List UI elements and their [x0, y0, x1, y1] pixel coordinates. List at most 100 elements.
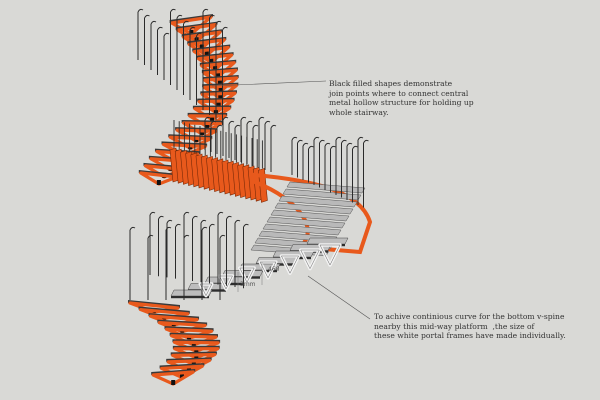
baluster-hook — [319, 139, 325, 144]
join-point-block — [209, 58, 214, 64]
baluster-hook — [297, 139, 303, 144]
join-point-block — [189, 30, 194, 35]
grey-tread — [270, 209, 350, 222]
baluster-hook — [209, 14, 215, 19]
baluster-hook — [228, 120, 235, 125]
portal-frame-outline — [319, 244, 341, 266]
balusters — [129, 8, 369, 300]
baluster-hook — [240, 116, 247, 121]
baluster-hook — [165, 226, 172, 231]
join-point-block — [215, 72, 220, 78]
join-point-block — [156, 180, 161, 185]
orange-v-truss — [139, 171, 179, 186]
baluster-hook — [163, 32, 170, 37]
lower-spiral-spine — [128, 300, 221, 386]
baluster-hook — [157, 26, 163, 31]
spine-step — [138, 170, 179, 186]
baluster-hook — [246, 120, 253, 125]
baluster-hook — [170, 8, 176, 13]
baluster-hook — [183, 234, 190, 239]
baluster-hook — [183, 211, 190, 216]
portal-frame-outline — [199, 283, 213, 297]
join-point-block — [199, 44, 204, 50]
baluster-hook — [144, 14, 150, 19]
portal-frames-annotation: To achive continious curve for the botto… — [374, 312, 566, 341]
baluster-hook — [166, 219, 173, 224]
join-point-block — [218, 87, 223, 93]
baluster-hook — [210, 120, 217, 125]
grey-tread — [306, 237, 349, 245]
grey-tread — [262, 223, 342, 236]
baluster-hook — [335, 136, 342, 141]
baluster-hook — [189, 26, 196, 31]
baluster-hook — [258, 116, 265, 121]
join-point-block — [204, 51, 209, 57]
baluster-hook — [308, 145, 314, 150]
baluster-hook — [222, 116, 229, 121]
baluster-hook — [222, 26, 228, 31]
straight-flight-treads — [170, 181, 366, 299]
join-point-block — [217, 80, 222, 85]
join-point-block — [200, 130, 205, 135]
baluster-hook — [202, 8, 209, 13]
baluster-hook — [330, 145, 336, 150]
baluster-hook — [201, 226, 208, 231]
grey-tread — [266, 216, 346, 229]
grey-tread — [286, 181, 366, 194]
baluster-hook — [264, 120, 271, 125]
baluster-hook — [192, 215, 198, 220]
baluster-hook — [129, 226, 136, 231]
join-points-annotation: Black filled shapes demonstrate join poi… — [329, 79, 474, 117]
grey-tread — [278, 195, 358, 208]
baluster-hook — [243, 223, 249, 228]
join-point-block — [205, 122, 210, 128]
baluster-hook — [270, 124, 277, 129]
baluster-hook — [183, 20, 189, 25]
baluster-hook — [215, 20, 222, 25]
baluster-hook — [209, 223, 215, 228]
baluster-hook — [149, 211, 156, 216]
baluster-hook — [291, 136, 298, 141]
baluster-hook — [217, 211, 224, 216]
baluster-hook — [341, 139, 347, 144]
baluster-hook — [226, 215, 232, 220]
join-point-block — [210, 115, 215, 121]
baluster-hook — [346, 142, 353, 147]
portal-frame-outline — [300, 249, 320, 270]
join-point-block — [191, 360, 196, 366]
baluster-hook — [234, 219, 241, 224]
join-point-block — [218, 94, 223, 100]
dimension-label: 3mm — [240, 281, 256, 288]
join-point-block — [213, 65, 218, 71]
leader-line-join-points — [211, 80, 327, 87]
white-portal-frames — [198, 243, 342, 298]
baluster-hook — [175, 223, 181, 228]
baluster-hook — [352, 145, 358, 150]
baluster-hook — [137, 8, 144, 13]
baluster-hook — [204, 116, 211, 121]
orange-v-truss — [151, 370, 195, 386]
annotation-leaders — [211, 80, 371, 320]
baluster-hook — [324, 142, 331, 147]
baluster-hook — [363, 139, 369, 144]
join-point-block — [186, 366, 191, 372]
baluster-hook — [176, 14, 183, 19]
join-point-block — [216, 101, 221, 107]
portal-frame-outline — [259, 261, 277, 279]
baluster-hook — [200, 219, 207, 224]
middle-spiral-spine — [169, 120, 373, 255]
join-point-block — [171, 380, 176, 385]
baluster-hook — [147, 234, 154, 239]
leader-line-portal-frames — [307, 275, 371, 320]
baluster-hook — [150, 20, 157, 25]
baluster-hook — [234, 124, 241, 129]
tread-edge — [171, 296, 209, 299]
baluster-hook — [219, 234, 226, 239]
baluster-hook — [357, 136, 364, 141]
baluster-hook — [196, 32, 202, 37]
baluster-hook — [302, 142, 309, 147]
baluster-hook — [252, 124, 259, 129]
baluster-hook — [158, 215, 164, 220]
